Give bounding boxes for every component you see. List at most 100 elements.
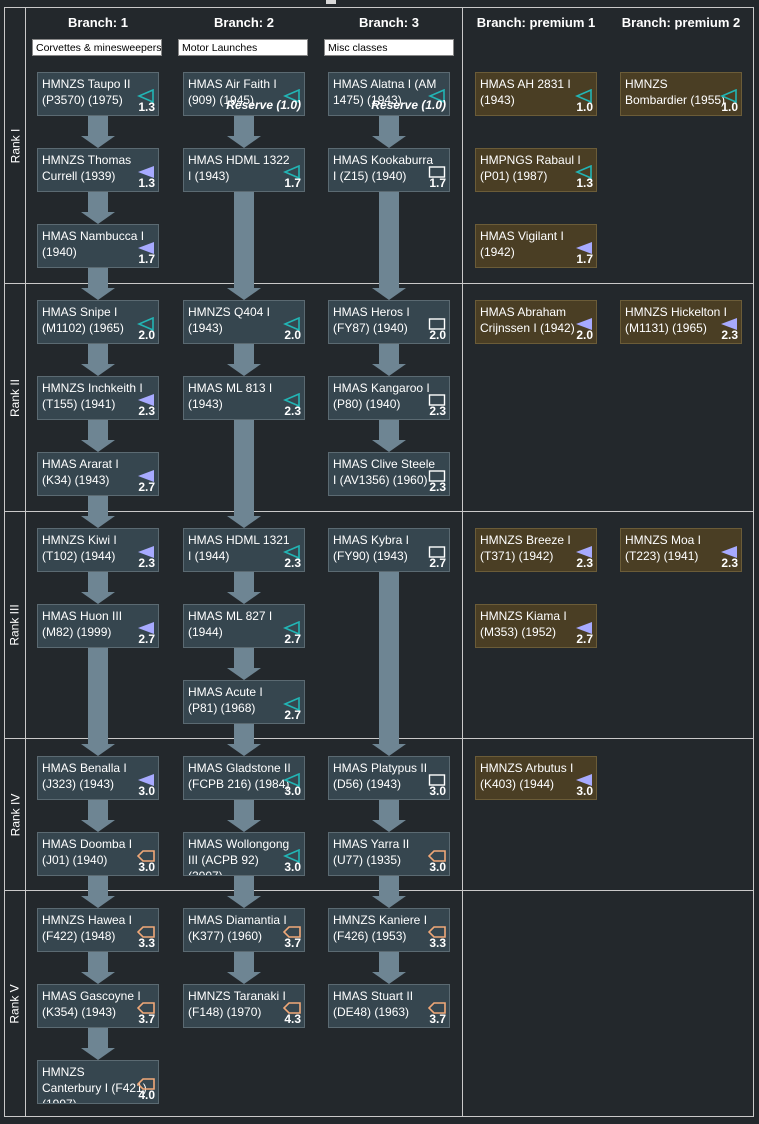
vehicle-name: HMAS Acute I (P81) (1968) [188, 685, 263, 715]
vehicle-card-q404[interactable]: HMNZS Q404 I (1943) 2.0 [183, 300, 305, 344]
battle-rating: 1.7 [284, 176, 301, 190]
battle-rating: 1.3 [138, 176, 155, 190]
vehicle-card-kangaroo[interactable]: HMAS Kangaroo I (P80) (1940) 2.3 [328, 376, 450, 420]
research-arrow [227, 876, 261, 908]
battle-rating: 2.3 [721, 328, 738, 342]
vehicle-card-clivesteele[interactable]: HMAS Clive Steele I (AV1356) (1960) 2.3 [328, 452, 450, 496]
vehicle-card-kiwi[interactable]: HMNZS Kiwi I (T102) (1944) 2.3 [37, 528, 159, 572]
destroyer-icon [428, 849, 446, 863]
destroyer-icon [283, 1001, 301, 1015]
vehicle-name: HMNZS Hawea I (F422) (1948) [42, 913, 133, 943]
frigate-icon [137, 469, 155, 483]
vehicle-card-heros[interactable]: HMAS Heros I (FY87) (1940) 2.0 [328, 300, 450, 344]
boat-icon [283, 165, 301, 179]
research-arrow [372, 420, 406, 452]
vehicle-card-wollongong[interactable]: HMAS Wollongong III (ACPB 92) (2007) 3.0 [183, 832, 305, 876]
vehicle-card-hdml1321[interactable]: HMAS HDML 1321 I (1944) 2.3 [183, 528, 305, 572]
research-arrow [372, 952, 406, 984]
research-arrow [227, 344, 261, 376]
rank-column-divider [25, 7, 26, 1117]
vehicle-card-stuart[interactable]: HMAS Stuart II (DE48) (1963) 3.7 [328, 984, 450, 1028]
battle-rating: 2.3 [429, 404, 446, 418]
barge-icon [428, 317, 446, 331]
vehicle-card-currell[interactable]: HMNZS Thomas Currell (1939) 1.3 [37, 148, 159, 192]
destroyer-icon [137, 849, 155, 863]
branch-subtitle-3: Misc classes [324, 39, 454, 56]
branch-subtitle-2: Motor Launches [178, 39, 308, 56]
vehicle-name: HMNZS Kaniere I (F426) (1953) [333, 913, 428, 943]
battle-rating: 3.7 [429, 1012, 446, 1026]
vehicle-name: HMAS Doomba I (J01) (1940) [42, 837, 133, 867]
vehicle-card-taupo[interactable]: HMNZS Taupo II (P3570) (1975) 1.3 [37, 72, 159, 116]
battle-rating: 3.0 [429, 860, 446, 874]
battle-rating: 2.7 [284, 708, 301, 722]
frigate-icon [575, 241, 593, 255]
vehicle-card-nambucca[interactable]: HMAS Nambucca I (1940) 1.7 [37, 224, 159, 268]
research-arrow [227, 192, 261, 300]
battle-rating: 2.3 [429, 480, 446, 494]
vehicle-card-arbutus[interactable]: HMNZS Arbutus I (K403) (1944) 3.0 [475, 756, 597, 800]
vehicle-card-airfaith[interactable]: HMAS Air Faith I (909) (1945) Reserve (1… [183, 72, 305, 116]
research-arrow [372, 800, 406, 832]
vehicle-card-taranaki[interactable]: HMNZS Taranaki I (F148) (1970) 4.3 [183, 984, 305, 1028]
vehicle-card-kiama[interactable]: HMNZS Kiama I (M353) (1952) 2.7 [475, 604, 597, 648]
battle-rating: 1.3 [576, 176, 593, 190]
boat-icon [137, 317, 155, 331]
battle-rating: 4.0 [138, 1088, 155, 1102]
vehicle-card-canterbury[interactable]: HMNZS Canterbury I (F421) (1997) 4.0 [37, 1060, 159, 1104]
vehicle-name: HMAS ML 813 I (1943) [188, 381, 273, 411]
vehicle-card-gladstone[interactable]: HMAS Gladstone II (FCPB 216) (1984) 3.0 [183, 756, 305, 800]
vehicle-card-ararat[interactable]: HMAS Ararat I (K34) (1943) 2.7 [37, 452, 159, 496]
vehicle-card-ml827[interactable]: HMAS ML 827 I (1944) 2.7 [183, 604, 305, 648]
vehicle-card-kaniere[interactable]: HMNZS Kaniere I (F426) (1953) 3.3 [328, 908, 450, 952]
vehicle-card-benalla[interactable]: HMAS Benalla I (J323) (1943) 3.0 [37, 756, 159, 800]
frigate-icon [575, 545, 593, 559]
vehicle-name: HMAS HDML 1321 I (1944) [188, 533, 290, 563]
battle-rating: 3.3 [138, 936, 155, 950]
frigate-icon [137, 621, 155, 635]
vehicle-name: HMAS Benalla I (J323) (1943) [42, 761, 127, 791]
vehicle-card-diamantia[interactable]: HMAS Diamantia I (K377) (1960) 3.7 [183, 908, 305, 952]
research-arrow [81, 572, 115, 604]
vehicle-card-hdml1322[interactable]: HMAS HDML 1322 I (1943) 1.7 [183, 148, 305, 192]
research-arrow [227, 572, 261, 604]
vehicle-name: HMAS Air Faith I (909) (1945) [188, 77, 277, 107]
vehicle-card-yarra[interactable]: HMAS Yarra II (U77) (1935) 3.0 [328, 832, 450, 876]
vehicle-card-inchkeith[interactable]: HMNZS Inchkeith I (T155) (1941) 2.3 [37, 376, 159, 420]
branch-header-premium-1: Branch: premium 1 [476, 15, 596, 30]
vehicle-card-acute[interactable]: HMAS Acute I (P81) (1968) 2.7 [183, 680, 305, 724]
vehicle-card-kybra[interactable]: HMAS Kybra I (FY90) (1943) 2.7 [328, 528, 450, 572]
vehicle-card-snipe[interactable]: HMAS Snipe I (M1102) (1965) 2.0 [37, 300, 159, 344]
battle-rating: 2.3 [284, 404, 301, 418]
vehicle-card-abraham[interactable]: HMAS Abraham Crijnssen I (1942) 2.0 [475, 300, 597, 344]
frigate-icon [137, 165, 155, 179]
vehicle-card-moa[interactable]: HMNZS Moa I (T223) (1941) 2.3 [620, 528, 742, 572]
battle-rating: 1.3 [138, 100, 155, 114]
vehicle-card-platypus[interactable]: HMAS Platypus II (D56) (1943) 3.0 [328, 756, 450, 800]
vehicle-card-doomba[interactable]: HMAS Doomba I (J01) (1940) 3.0 [37, 832, 159, 876]
battle-rating: 2.7 [138, 632, 155, 646]
frigate-icon [137, 545, 155, 559]
vehicle-card-bombardier[interactable]: HMNZS Bombardier (1955) 1.0 [620, 72, 742, 116]
vehicle-card-ml813[interactable]: HMAS ML 813 I (1943) 2.3 [183, 376, 305, 420]
research-arrow [81, 420, 115, 452]
vehicle-name: HMAS AH 2831 I (1943) [480, 77, 571, 107]
vehicle-card-huon[interactable]: HMAS Huon III (M82) (1999) 2.7 [37, 604, 159, 648]
boat-icon [283, 773, 301, 787]
vehicle-card-ah2831[interactable]: HMAS AH 2831 I (1943) 1.0 [475, 72, 597, 116]
vehicle-card-breeze[interactable]: HMNZS Breeze I (T371) (1942) 2.3 [475, 528, 597, 572]
vehicle-card-alatna[interactable]: HMAS Alatna I (AM 1475) (1943) Reserve (… [328, 72, 450, 116]
barge-icon [428, 165, 446, 179]
vehicle-card-kookaburra[interactable]: HMAS Kookaburra I (Z15) (1940) 1.7 [328, 148, 450, 192]
battle-rating: 2.7 [429, 556, 446, 570]
vehicle-card-vigilant[interactable]: HMAS Vigilant I (1942) 1.7 [475, 224, 597, 268]
boat-icon [283, 621, 301, 635]
vehicle-name: HMNZS Breeze I (T371) (1942) [480, 533, 571, 563]
vehicle-card-hawea[interactable]: HMNZS Hawea I (F422) (1948) 3.3 [37, 908, 159, 952]
vehicle-card-hickelton[interactable]: HMNZS Hickelton I (M1131) (1965) 2.3 [620, 300, 742, 344]
vehicle-card-gascoyne[interactable]: HMAS Gascoyne I (K354) (1943) 3.7 [37, 984, 159, 1028]
destroyer-icon [137, 925, 155, 939]
vehicle-name: HMAS Nambucca I (1940) [42, 229, 145, 259]
vehicle-card-rabaul[interactable]: HMPNGS Rabaul I (P01) (1987) 1.3 [475, 148, 597, 192]
